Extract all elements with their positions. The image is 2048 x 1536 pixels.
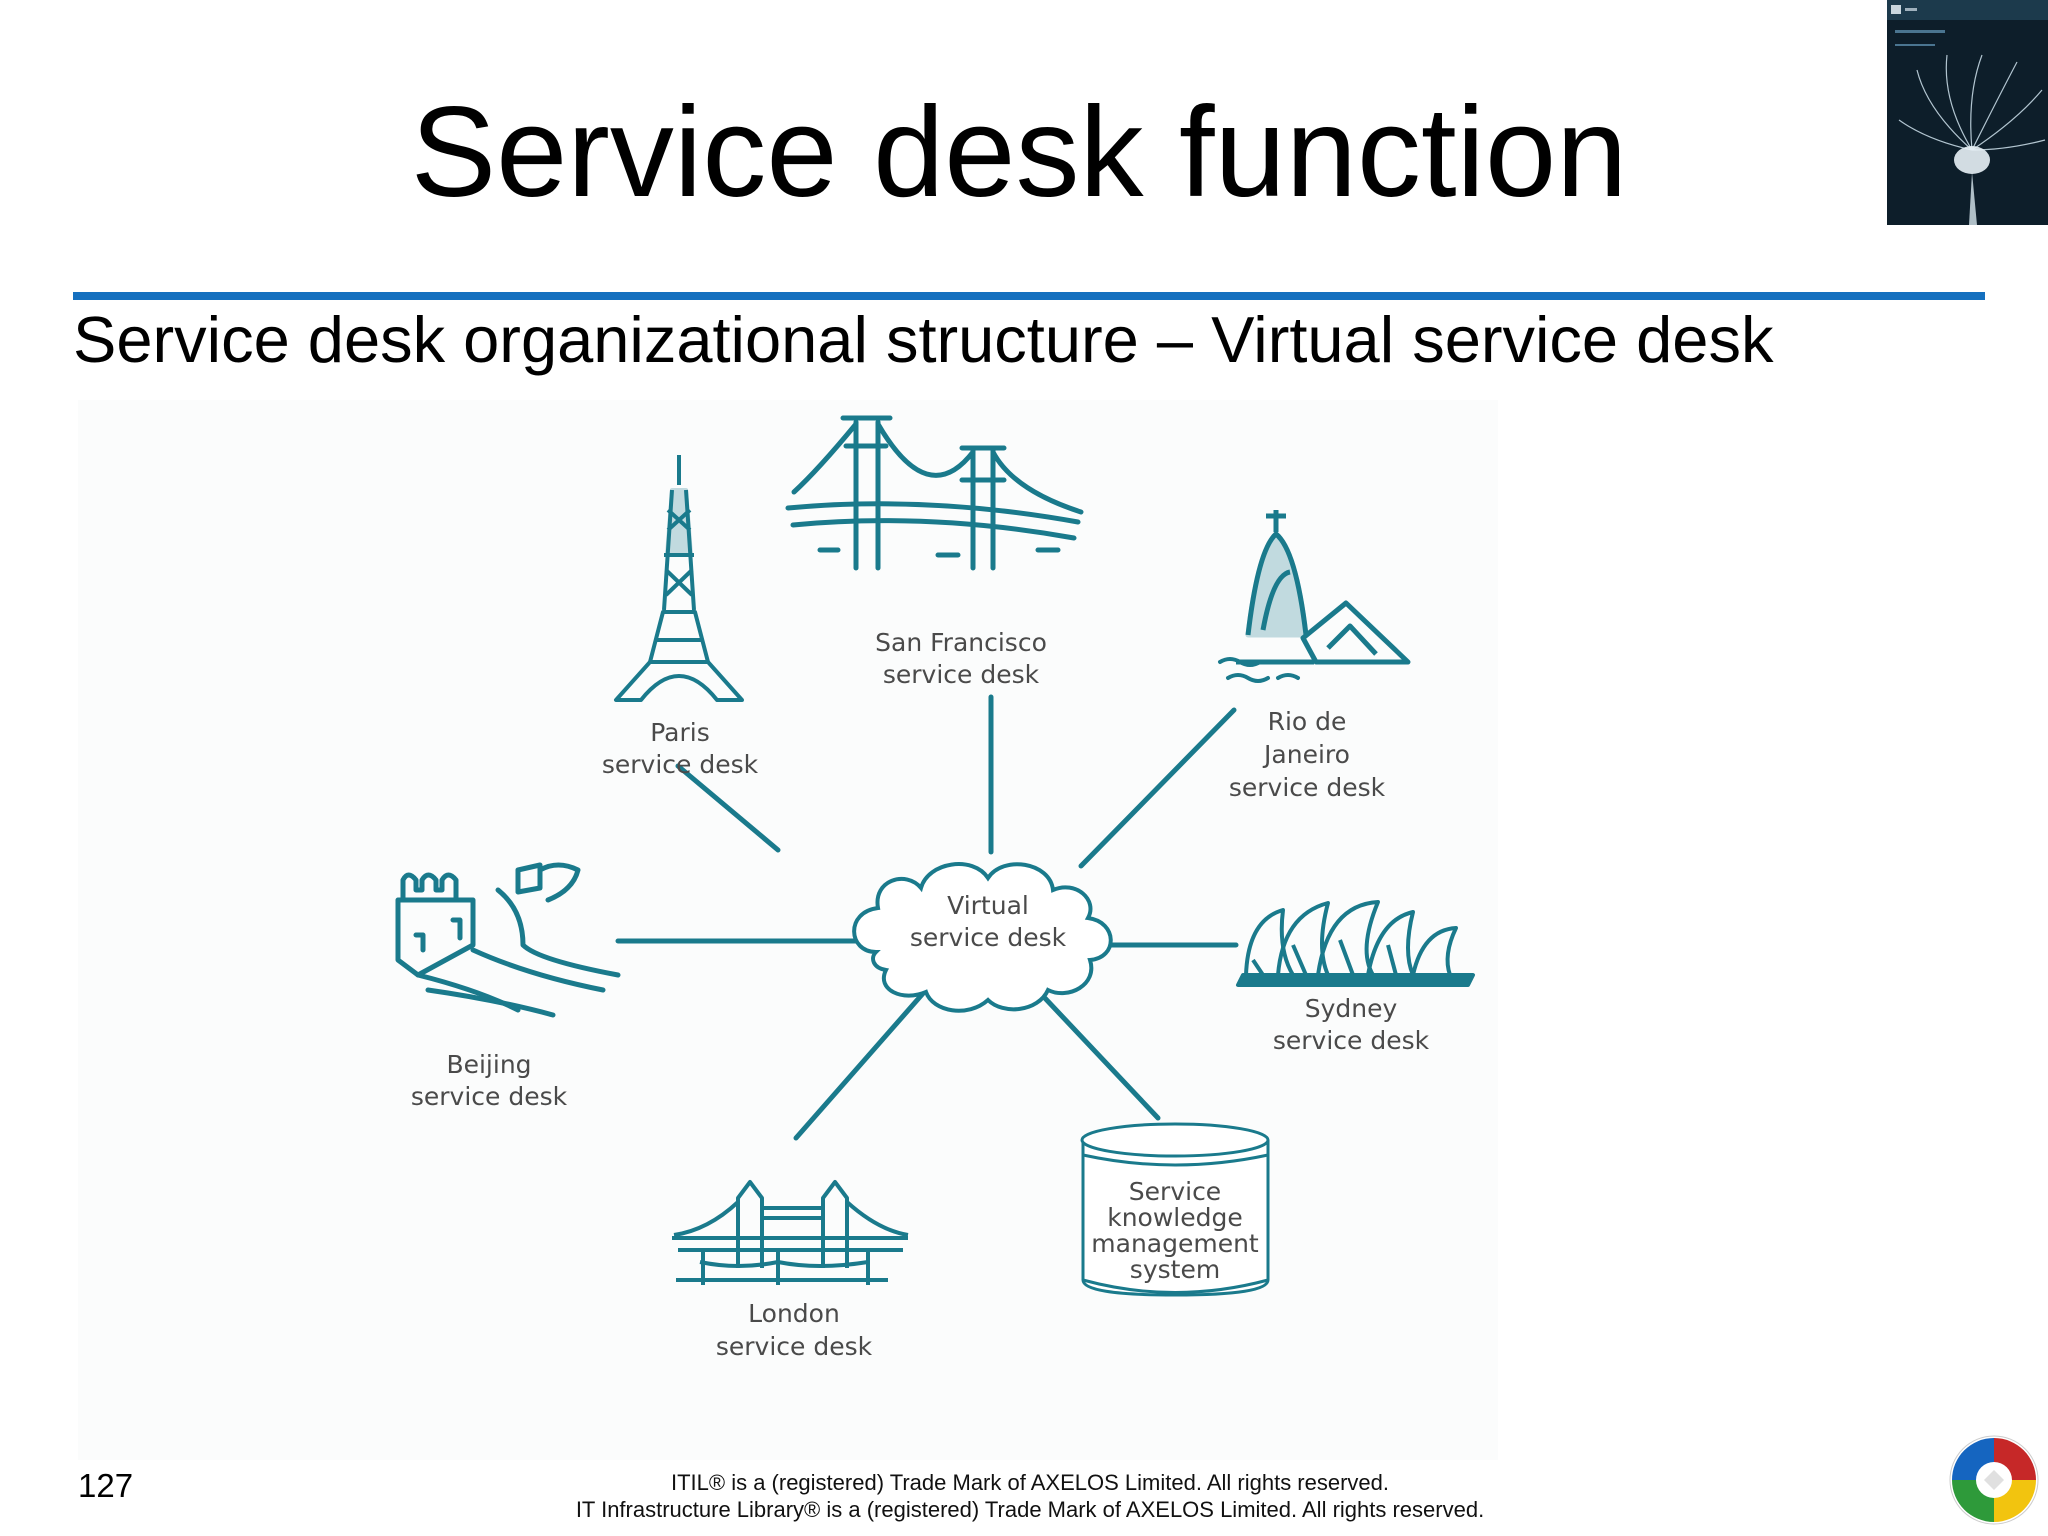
slide-title: Service desk function <box>410 81 1628 224</box>
node-london: London service desk <box>672 1180 909 1361</box>
virtual-service-desk-hub: Virtual service desk <box>852 862 1113 1013</box>
title-rule <box>73 292 1985 300</box>
node-beijing: Beijing service desk <box>395 862 621 1111</box>
beijing-label-line2: service desk <box>411 1082 568 1111</box>
hub-label-line2: service desk <box>910 923 1067 952</box>
diagram-panel: Virtual service desk Paris service desk <box>78 400 1498 1460</box>
skms-label-line4: system <box>1130 1255 1220 1284</box>
sf-label-line2: service desk <box>883 660 1040 689</box>
golden-gate-bridge-icon <box>785 415 1084 571</box>
paris-label-line1: Paris <box>650 718 710 747</box>
footer-line-2: IT Infrastructure Library® is a (registe… <box>575 1497 1485 1522</box>
pdca-cycle-logo <box>1946 1432 2042 1528</box>
database-icon <box>1080 1122 1270 1297</box>
node-skms: Service knowledge management system <box>1080 1122 1270 1297</box>
book-cover-thumbnail <box>1887 0 2048 225</box>
node-rio: Rio de Janeiro service desk <box>1218 510 1411 802</box>
node-paris: Paris service desk <box>602 455 759 779</box>
page-number: 127 <box>78 1467 134 1504</box>
skms-label-line3: management <box>1091 1229 1259 1258</box>
sydney-opera-house-icon <box>1236 900 1475 987</box>
rio-label-line3: service desk <box>1229 773 1386 802</box>
london-label-line1: London <box>748 1299 840 1328</box>
paris-label-line2: service desk <box>602 750 759 779</box>
connector-skms <box>1039 992 1161 1121</box>
footer-line-1: ITIL® is a (registered) Trade Mark of AX… <box>670 1470 1390 1495</box>
rio-label-line1: Rio de <box>1268 707 1347 736</box>
connector-rio <box>1078 707 1237 869</box>
tower-bridge-icon <box>672 1180 909 1285</box>
sydney-label-line1: Sydney <box>1305 994 1398 1023</box>
great-wall-icon <box>395 862 621 1018</box>
cloud-icon <box>852 862 1113 1013</box>
node-sydney: Sydney service desk <box>1236 900 1475 1055</box>
connector-london <box>793 987 929 1141</box>
london-label-line2: service desk <box>716 1332 873 1361</box>
connector-lines <box>615 694 1239 1141</box>
slide-subtitle: Service desk organizational structure – … <box>73 303 1774 376</box>
node-san-francisco: San Francisco service desk <box>785 415 1084 689</box>
connector-paris <box>675 763 781 853</box>
skms-label-line1: Service <box>1129 1177 1221 1206</box>
rio-label-line2: Janeiro <box>1262 740 1350 769</box>
beijing-label-line1: Beijing <box>446 1050 531 1079</box>
christ-redeemer-icon <box>1236 510 1411 665</box>
sydney-label-line2: service desk <box>1273 1026 1430 1055</box>
hub-label-line1: Virtual <box>947 891 1029 920</box>
wave-icon <box>1218 657 1300 683</box>
eiffel-tower-icon <box>614 455 744 702</box>
skms-label-line2: knowledge <box>1107 1203 1243 1232</box>
trademark-footer: ITIL® is a (registered) Trade Mark of AX… <box>360 1469 1700 1523</box>
sf-label-line1: San Francisco <box>875 628 1047 657</box>
